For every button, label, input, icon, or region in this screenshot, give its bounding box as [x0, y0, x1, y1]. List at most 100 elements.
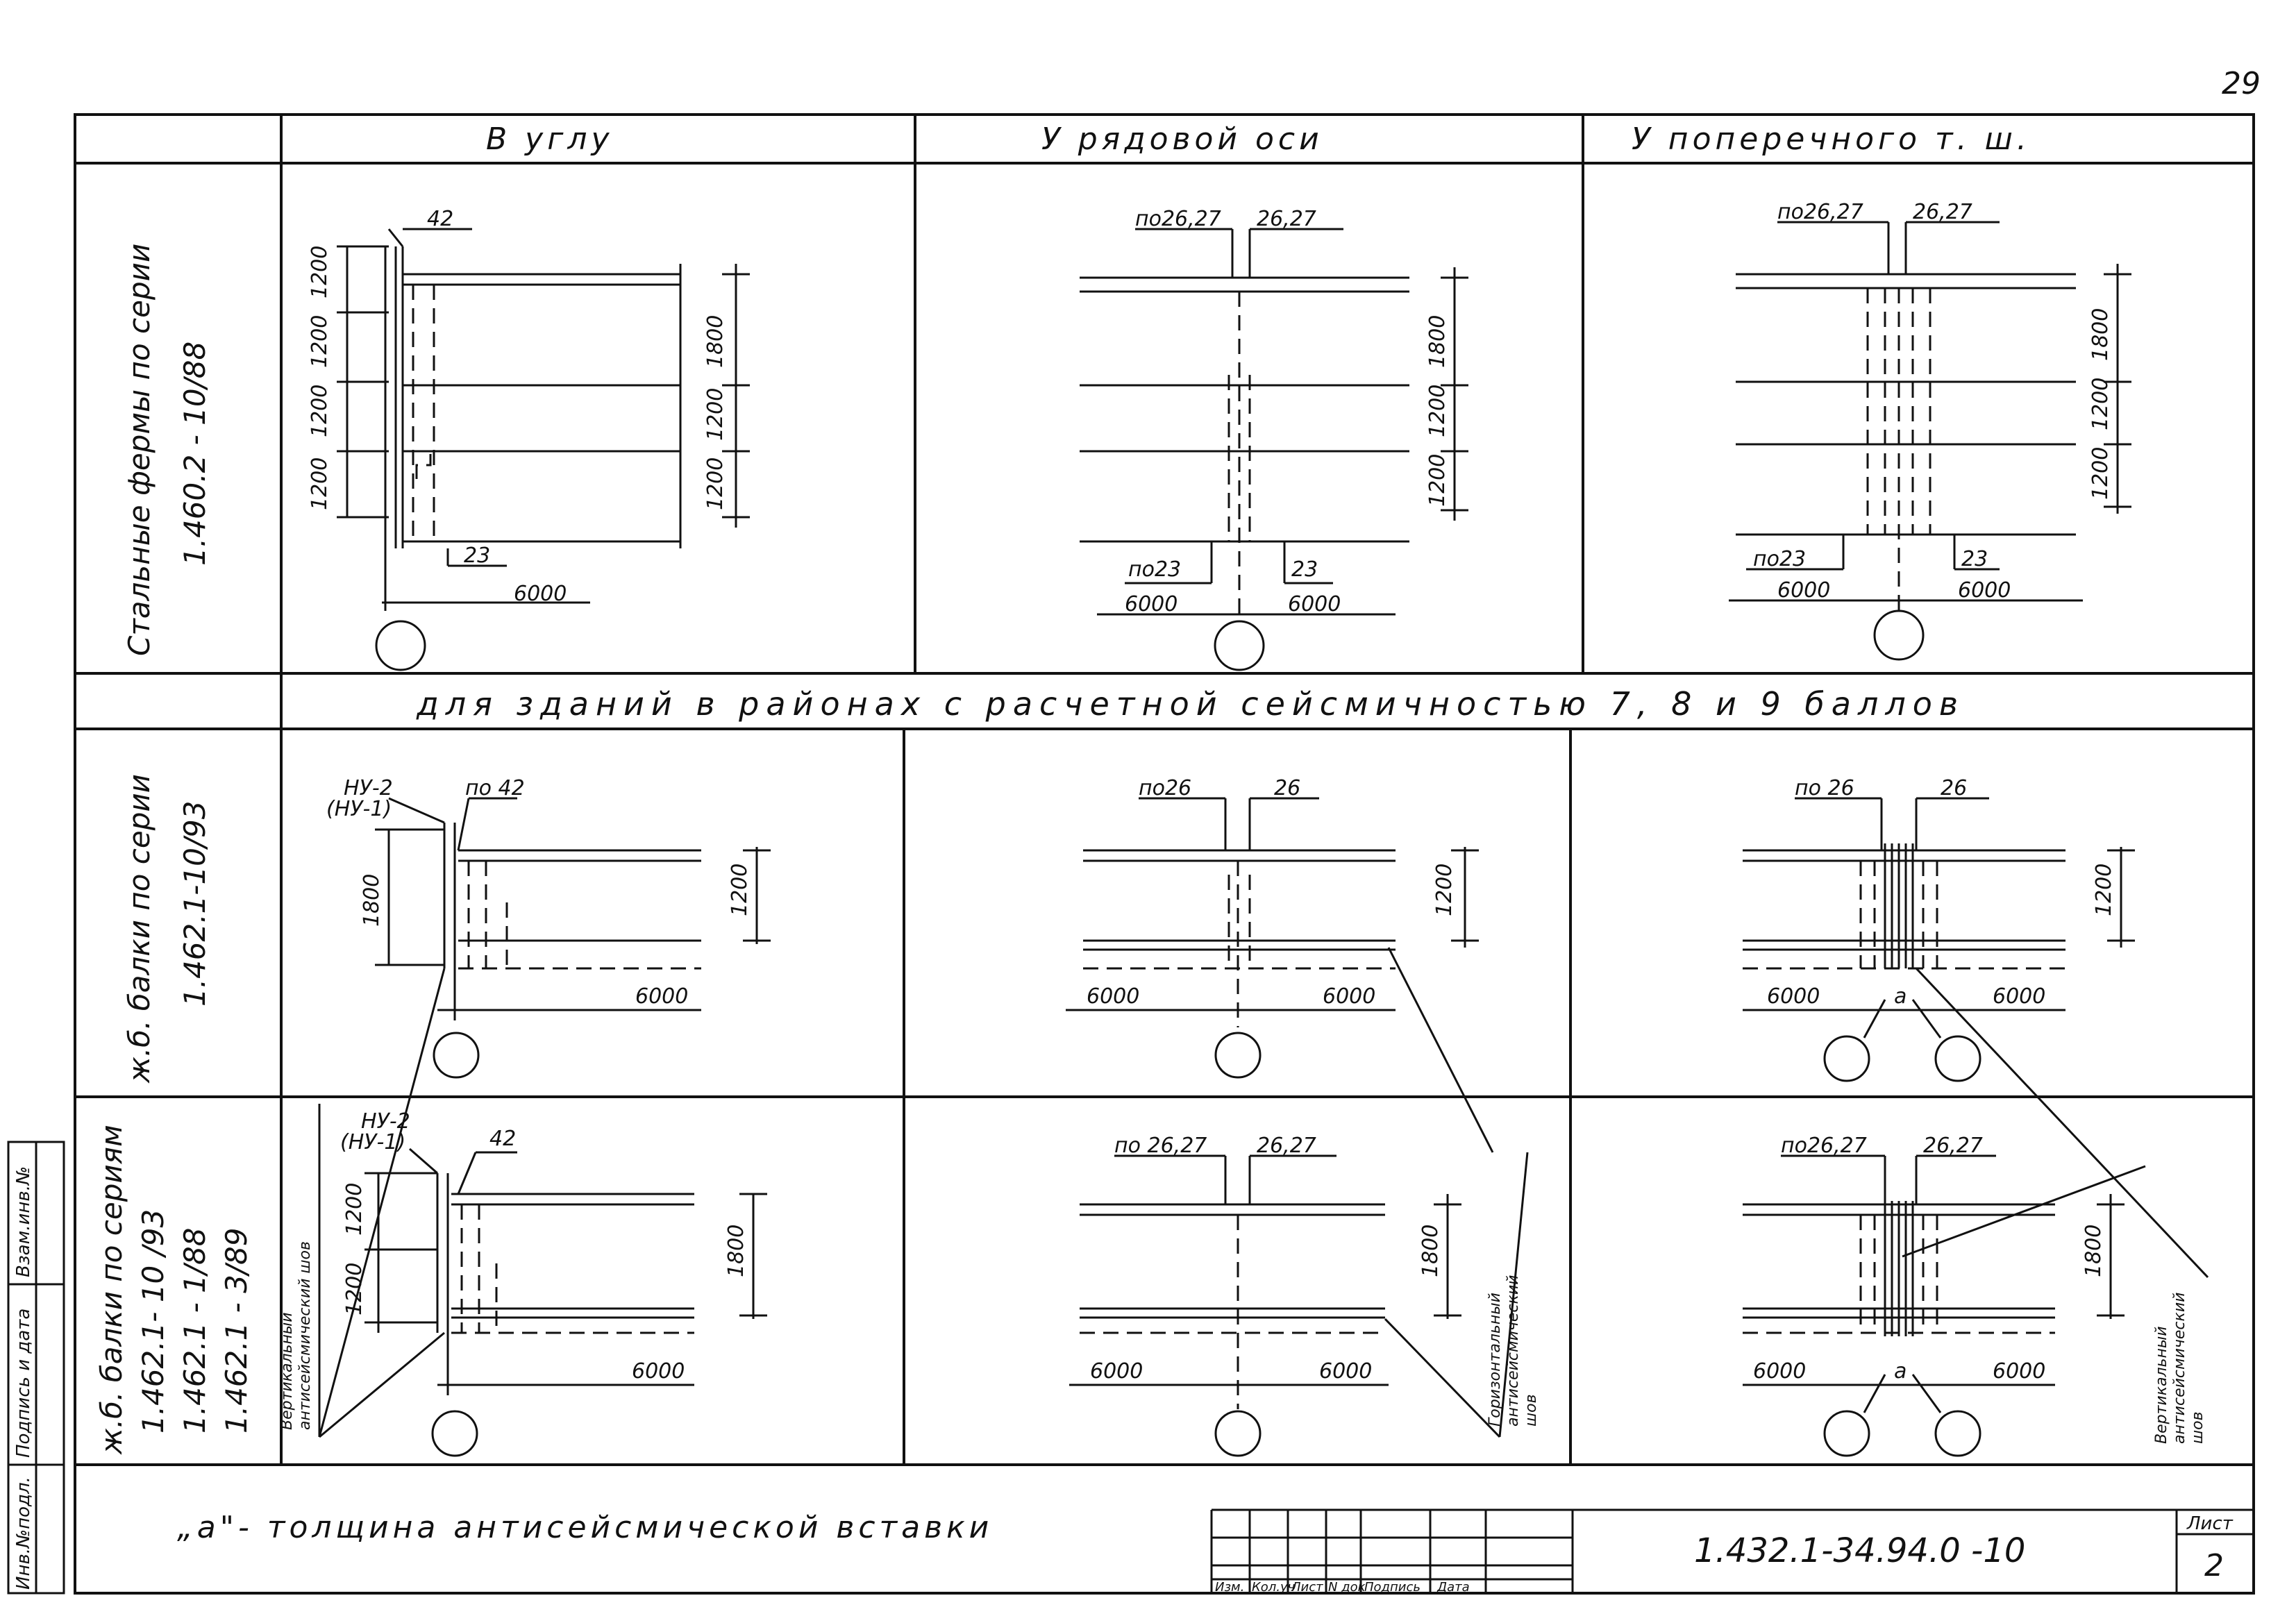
r3c1-seam-1: Вертикальный	[278, 1312, 296, 1430]
r3c2-s1: 6000	[1090, 1359, 1143, 1384]
r2c2-s1: 6000	[1087, 984, 1139, 1009]
r3c3-l1: по26,27	[1781, 1134, 1867, 1158]
r3c3-s1: 6000	[1753, 1359, 1806, 1384]
r3c3-s2: 6000	[1993, 1359, 2045, 1384]
margin-vzam-inv: Взам.инв.№	[13, 1166, 34, 1277]
r1c1-r1200b: 1200	[703, 457, 728, 510]
r3c3-seam-1: Вертикальный	[2153, 1326, 2170, 1444]
r1c3-r1200a: 1200	[2088, 378, 2113, 430]
r2c3-l1: по 26	[1795, 776, 1854, 800]
stamp-col-list: Лист	[1291, 1580, 1323, 1595]
r1c1-6000: 6000	[514, 582, 567, 606]
r3c1-h1200a: 1200	[342, 1183, 367, 1236]
r3c2-l1: по 26,27	[1114, 1134, 1207, 1158]
r1c2-b2: 23	[1291, 557, 1318, 582]
r2c2-s2: 6000	[1323, 984, 1375, 1009]
r1c2-l1: по26,27	[1135, 207, 1221, 231]
r2c3-a: а	[1894, 984, 1907, 1009]
footnote: „а"- толщина антисейсмической вставки	[177, 1510, 993, 1545]
r1c3-drawing	[1729, 221, 2131, 661]
document-code: 1.432.1-34.94.0 -10	[1694, 1531, 2025, 1570]
r2c3-s1: 6000	[1767, 984, 1820, 1009]
r2c1-h1800: 1800	[360, 874, 384, 927]
r1c2-r1200a: 1200	[1425, 385, 1450, 437]
row1-label-2: 1.460.2 - 10/88	[178, 342, 212, 566]
r2c1-nu: НУ-2	[344, 776, 393, 800]
r1c1-h1200a: 1200	[308, 246, 332, 298]
col-header-transverse: У поперечного т. ш.	[1632, 121, 2031, 157]
r3c2-seam-3: шов	[1523, 1394, 1540, 1427]
r3c2-seam-1: Горизонтальный	[1486, 1293, 1504, 1427]
r3c3-a: а	[1894, 1359, 1907, 1384]
row1-label-1: Стальные фермы по серии	[122, 244, 156, 656]
r2c3-r1200: 1200	[2092, 864, 2116, 916]
r1c2-l2: 26,27	[1257, 207, 1316, 231]
r3c2-s2: 6000	[1319, 1359, 1372, 1384]
r1c2-r1200b: 1200	[1425, 454, 1450, 507]
row2-label-2: 1.462.1-10/93	[178, 800, 212, 1007]
stamp-col-kol: Кол.уч	[1252, 1580, 1295, 1595]
r3c1-nu2: (НУ-1)	[340, 1130, 405, 1154]
row3-label-2: 1.462.1- 10 /93	[136, 1209, 170, 1433]
r1c2-drawing	[1080, 228, 1468, 671]
r2c1-r1200: 1200	[728, 864, 752, 916]
r2c2-l2: 26	[1274, 776, 1300, 800]
r2c2-drawing	[1066, 797, 1494, 1153]
title-block	[1210, 1508, 2254, 1593]
r2c2-r1200: 1200	[1432, 864, 1457, 916]
r1c1-h1200b: 1200	[308, 315, 332, 368]
r1c1-42: 42	[427, 207, 453, 231]
r1c1-r1200a: 1200	[703, 388, 728, 441]
r2c1-6000: 6000	[635, 984, 688, 1009]
row2-label-1: ж.б. балки по серии	[122, 774, 156, 1084]
r3c1-drawing	[318, 1104, 767, 1457]
r3c2-r1800: 1800	[1418, 1225, 1443, 1277]
stamp-col-ndok: N док	[1328, 1580, 1366, 1595]
r1c3-r1800: 1800	[2088, 308, 2113, 361]
stamp-col-podpis: Подпись	[1364, 1580, 1421, 1595]
stamp-col-data: Дата	[1436, 1580, 1470, 1595]
r1c1-r1800: 1800	[703, 315, 728, 368]
r1c2-r1800: 1800	[1425, 315, 1450, 368]
r3c1-r1800: 1800	[724, 1225, 748, 1277]
col-header-corner: В углу	[486, 121, 614, 157]
r2c3-s2: 6000	[1993, 984, 2045, 1009]
r1c3-s1: 6000	[1777, 578, 1830, 603]
r1c3-r1200b: 1200	[2088, 447, 2113, 500]
r1c1-23: 23	[464, 544, 490, 568]
r3c1-h1200b: 1200	[342, 1263, 367, 1315]
r1c2-s1: 6000	[1125, 592, 1178, 616]
r3c2-drawing	[1069, 1152, 1529, 1457]
r2c2-l1: по26	[1139, 776, 1191, 800]
frame	[74, 113, 2255, 1595]
seismic-band: для зданий в районах с расчетной сейсмич…	[416, 685, 1965, 723]
r2c1-drawing	[318, 797, 771, 1438]
r1c3-l2: 26,27	[1913, 200, 1972, 224]
r3c3-seam-2: антисейсмический	[2171, 1293, 2188, 1444]
r3c1-seam-2: антисейсмический шов	[296, 1241, 314, 1430]
r3c3-l2: 26,27	[1923, 1134, 1983, 1158]
r3c1-42: 42	[489, 1127, 516, 1151]
r1c1-h1200d: 1200	[308, 457, 332, 510]
row3-label-4: 1.462.1 - 3/89	[219, 1228, 253, 1433]
r3c1-nu: НУ-2	[361, 1109, 410, 1134]
r1c1-h1200c: 1200	[308, 385, 332, 437]
r2c1-p42: по 42	[465, 776, 525, 800]
r3c2-seam-2: антисейсмический	[1505, 1275, 1522, 1427]
row3-label-1: ж.б. балки по сериям	[94, 1125, 128, 1455]
r1c3-s2: 6000	[1958, 578, 2011, 603]
r1c1-drawing	[337, 228, 750, 671]
r3c3-seam-3: шов	[2189, 1411, 2206, 1444]
r1c3-b2: 23	[1961, 547, 1988, 571]
col-header-row-axis: У рядовой оси	[1041, 121, 1323, 157]
page-number: 29	[2222, 66, 2261, 101]
r1c2-b1: по23	[1128, 557, 1181, 582]
margin-stamp	[7, 1141, 65, 1595]
margin-podpis-data: Подпись и дата	[13, 1309, 34, 1458]
r2c3-l2: 26	[1941, 776, 1967, 800]
sheet-number: 2	[2204, 1548, 2224, 1583]
r2c1-nu2: (НУ-1)	[326, 797, 392, 821]
row3-label-3: 1.462.1 - 1/88	[178, 1228, 212, 1433]
r3c1-6000: 6000	[632, 1359, 685, 1384]
